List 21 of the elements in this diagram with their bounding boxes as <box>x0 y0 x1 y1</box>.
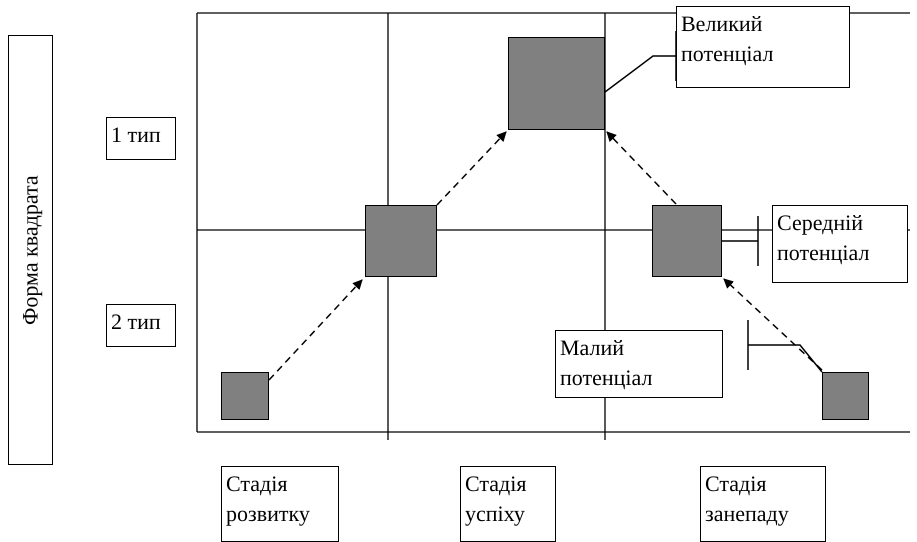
label-box: 2 тип <box>106 304 176 347</box>
label-box: Стадія розвитку <box>221 466 339 542</box>
leader-line <box>722 215 759 267</box>
label-box: Стадія занепаду <box>700 466 826 542</box>
square <box>365 205 437 277</box>
label-box: Середній потенціал <box>772 205 908 283</box>
leader-line <box>604 30 677 93</box>
axis-label-box: Форма квадрата <box>8 35 53 465</box>
square <box>221 372 269 420</box>
leader-line <box>747 319 823 372</box>
label-box: Малий потенціал <box>555 330 723 398</box>
label-box: Стадія успіху <box>460 466 556 542</box>
label-box: Великий потенціал <box>676 6 850 88</box>
dashed-arrow <box>436 131 507 206</box>
label-box: 1 тип <box>106 117 176 160</box>
square <box>822 372 869 420</box>
square <box>652 205 722 277</box>
square <box>508 37 605 130</box>
dashed-arrow <box>606 131 677 205</box>
dashed-arrow <box>268 279 363 381</box>
dashed-arrow <box>723 278 822 371</box>
